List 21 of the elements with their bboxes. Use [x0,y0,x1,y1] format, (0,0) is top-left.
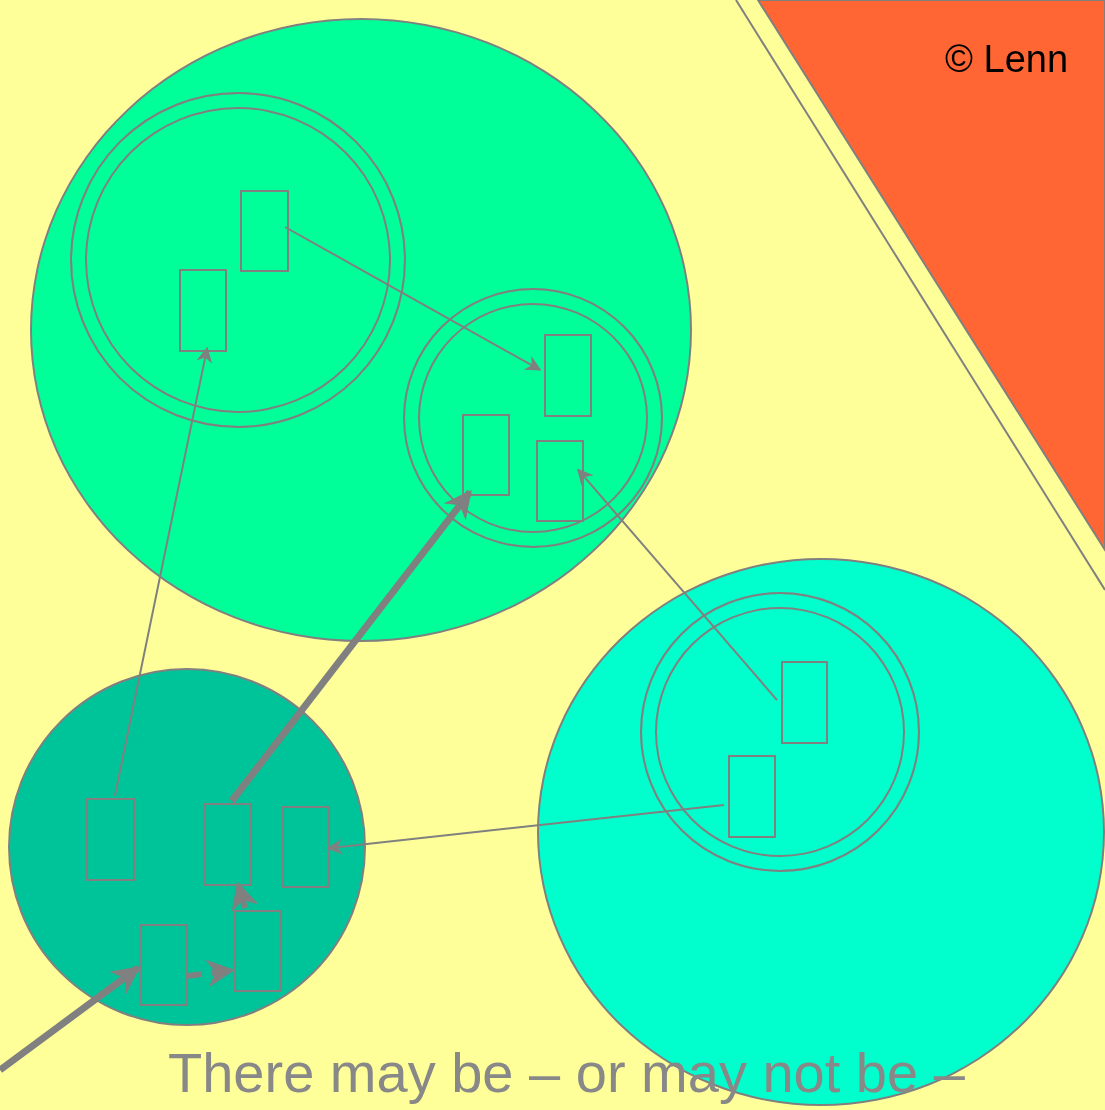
copyright-notice: © Lenn [945,38,1069,81]
small-frame [282,806,330,888]
small-frame [536,440,584,522]
arrow [0,965,141,1073]
arrow [231,881,259,913]
small-frame [234,910,282,992]
small-frame [728,755,776,838]
arrow [229,489,473,804]
arrow [185,959,235,988]
small-frame [544,334,592,417]
small-frame [179,269,227,352]
small-frame [204,803,252,886]
small-frame [240,190,289,272]
small-frame [781,661,828,744]
small-frame [86,798,135,881]
arrow [113,346,213,797]
arrow [284,226,542,371]
small-frame [140,924,188,1006]
arrow [577,468,778,702]
arrow [326,803,725,855]
small-frame [462,414,510,496]
